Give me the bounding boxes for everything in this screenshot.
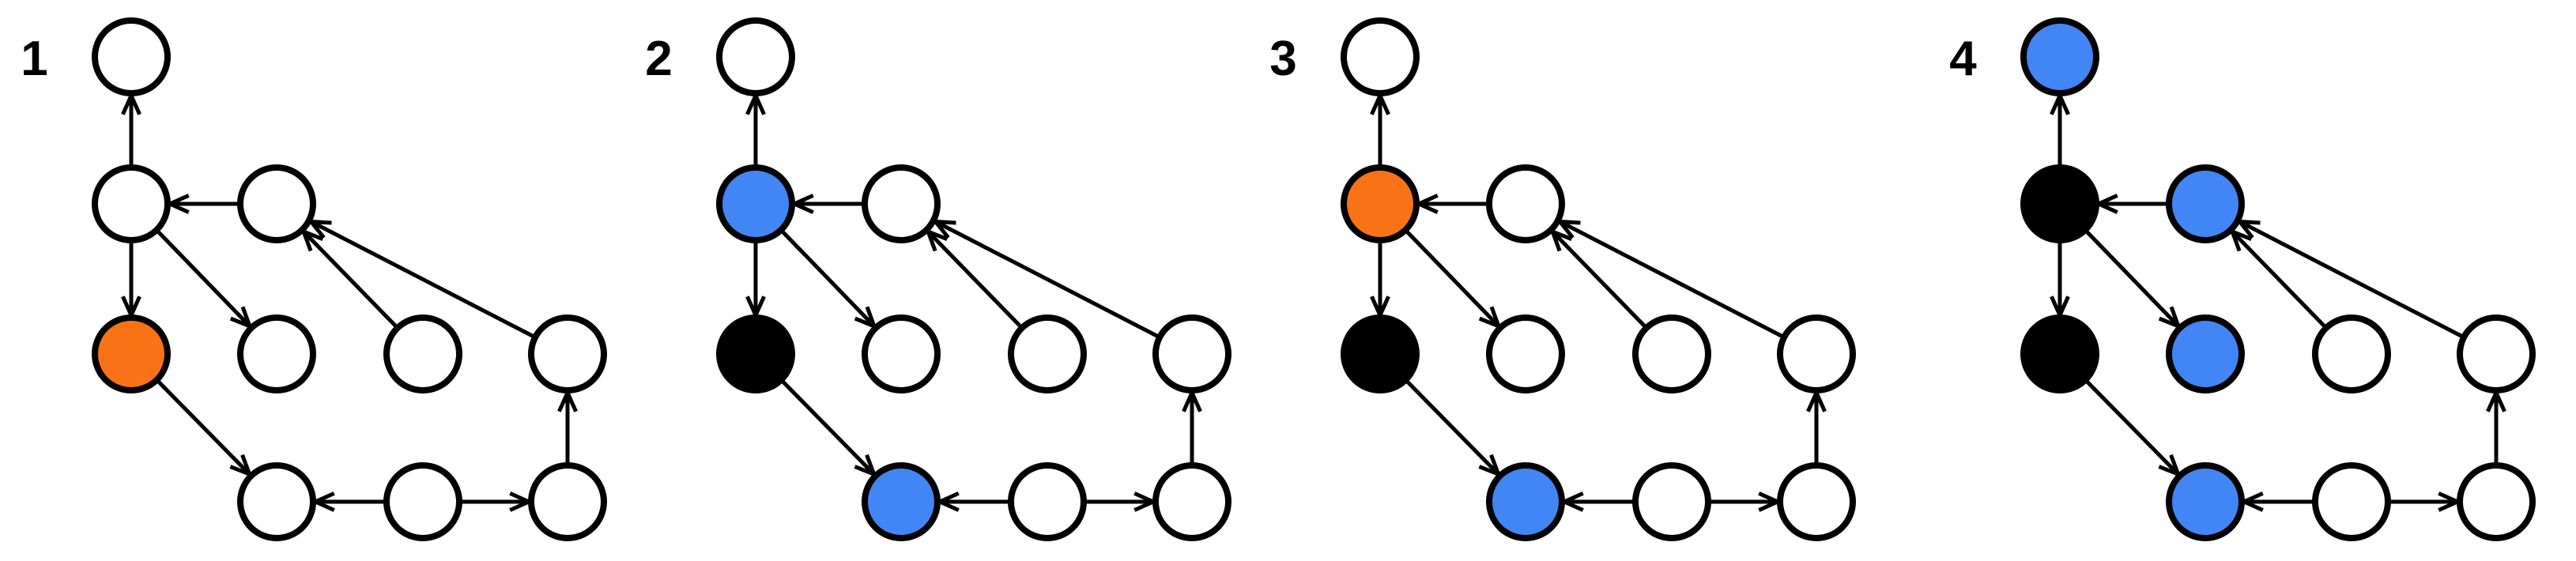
graph-node-n7[interactable] xyxy=(862,462,941,541)
graph-edge xyxy=(462,491,534,512)
graph-node-n9[interactable] xyxy=(2457,462,2536,541)
graph-panel-2: 2 xyxy=(624,0,1269,561)
graph-edge xyxy=(745,243,766,321)
graph-panel-1: 1 xyxy=(0,0,644,561)
graph-edge xyxy=(310,491,384,512)
graph-edge xyxy=(1370,90,1390,165)
graph-node-n2[interactable] xyxy=(1486,164,1565,243)
graph-edge xyxy=(1405,230,1503,330)
graph-edge xyxy=(2050,243,2070,321)
graph-node-n6[interactable] xyxy=(2457,314,2536,393)
graph-node-n3[interactable] xyxy=(1341,314,1420,393)
graph-edge xyxy=(1086,491,1159,512)
graph-node-n7[interactable] xyxy=(237,462,316,541)
graph-edge xyxy=(1806,387,1827,463)
graph-diagram xyxy=(716,17,1231,541)
panel-number-label: 3 xyxy=(1269,32,1296,86)
graph-node-n5[interactable] xyxy=(2312,314,2391,393)
graph-edge xyxy=(121,243,141,321)
graph-node-n8[interactable] xyxy=(1632,462,1711,541)
graph-edge xyxy=(934,491,1009,512)
graph-node-n1[interactable] xyxy=(92,164,171,243)
graph-edge xyxy=(1405,380,1502,478)
panel-number-label: 1 xyxy=(21,32,47,86)
graph-node-n1[interactable] xyxy=(2020,164,2099,243)
graph-node-n1[interactable] xyxy=(716,164,795,243)
graph-edge xyxy=(2390,491,2463,512)
graph-node-n9[interactable] xyxy=(528,462,607,541)
graph-node-n8[interactable] xyxy=(1008,462,1087,541)
graph-edge xyxy=(157,380,253,478)
graph-node-n0[interactable] xyxy=(2020,17,2099,96)
graph-node-n8[interactable] xyxy=(2312,462,2391,541)
graph-edge xyxy=(164,194,238,214)
panel-number-label: 2 xyxy=(645,32,672,86)
graph-node-n0[interactable] xyxy=(716,17,795,96)
graph-panel-4: 4 xyxy=(1929,0,2573,561)
graph-edge xyxy=(1182,387,1202,463)
graph-node-n7[interactable] xyxy=(2166,462,2245,541)
graph-edge xyxy=(300,228,398,328)
graph-edge xyxy=(2486,387,2506,463)
graph-node-n5[interactable] xyxy=(1008,314,1087,393)
graph-edge xyxy=(2085,380,2182,478)
graph-node-n7[interactable] xyxy=(1486,462,1565,541)
graph-node-n4[interactable] xyxy=(237,314,316,393)
graph-edge xyxy=(1559,491,1633,512)
graph-node-n9[interactable] xyxy=(1777,462,1856,541)
graph-edge xyxy=(1413,194,1487,214)
graph-node-n2[interactable] xyxy=(862,164,941,243)
graph-node-n2[interactable] xyxy=(2166,164,2245,243)
graph-diagram xyxy=(1341,17,1856,541)
graph-edge xyxy=(2228,228,2326,328)
graph-edge xyxy=(1370,243,1390,321)
graph-edge xyxy=(557,387,578,463)
graph-node-n9[interactable] xyxy=(1152,462,1231,541)
graph-edge xyxy=(789,194,862,214)
graph-edge xyxy=(781,380,877,478)
graph-edge xyxy=(2050,90,2070,165)
graph-node-n0[interactable] xyxy=(92,17,171,96)
graph-edge xyxy=(781,230,878,330)
graph-edge xyxy=(924,228,1022,328)
graph-node-n6[interactable] xyxy=(1152,314,1231,393)
graph-node-n4[interactable] xyxy=(2166,314,2245,393)
graph-node-n3[interactable] xyxy=(716,314,795,393)
graph-edge xyxy=(2085,230,2182,330)
graph-node-n2[interactable] xyxy=(237,164,316,243)
graph-node-n5[interactable] xyxy=(383,314,462,393)
graph-node-n4[interactable] xyxy=(862,314,941,393)
panel-number-label: 4 xyxy=(1949,32,1976,86)
graph-edge xyxy=(1710,491,1783,512)
graph-edge xyxy=(157,230,254,330)
graph-node-n3[interactable] xyxy=(92,314,171,393)
graph-node-n5[interactable] xyxy=(1632,314,1711,393)
graph-edge xyxy=(1548,228,1646,328)
graph-node-n4[interactable] xyxy=(1486,314,1565,393)
graph-node-n0[interactable] xyxy=(1341,17,1420,96)
graph-diagram xyxy=(92,17,607,541)
graph-edge xyxy=(121,90,141,165)
graph-node-n6[interactable] xyxy=(528,314,607,393)
graph-diagram xyxy=(2020,17,2536,541)
graph-edge xyxy=(745,90,766,165)
graph-panel-3: 3 xyxy=(1249,0,1893,561)
graph-node-n3[interactable] xyxy=(2020,314,2099,393)
graph-node-n6[interactable] xyxy=(1777,314,1856,393)
graph-node-n8[interactable] xyxy=(383,462,462,541)
graph-edge xyxy=(2093,194,2167,214)
graph-edge xyxy=(2238,491,2313,512)
graph-node-n1[interactable] xyxy=(1341,164,1420,243)
